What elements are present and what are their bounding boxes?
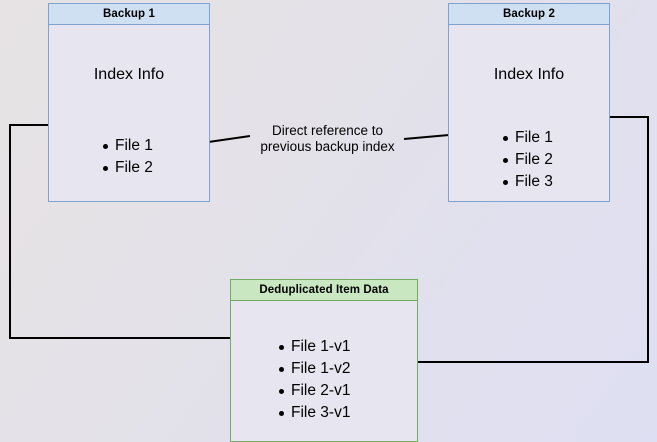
node-backup1[interactable]: Backup 1 Index Info File 1 File 2	[48, 3, 210, 202]
list-item: File 2	[103, 157, 153, 179]
node-deduplicated-header: Deduplicated Item Data	[231, 280, 417, 301]
node-deduplicated-file-list: File 1-v1 File 1-v2 File 2-v1 File 3-v1	[273, 336, 350, 424]
node-backup1-header: Backup 1	[49, 4, 209, 25]
node-backup2-header: Backup 2	[449, 4, 609, 25]
edge-label-direct-reference: Direct reference to previous backup inde…	[260, 123, 395, 154]
list-item: File 3	[503, 171, 553, 193]
node-backup2-body: Index Info File 1 File 2 File 3	[449, 25, 609, 201]
list-item: File 1	[503, 127, 553, 149]
node-backup2[interactable]: Backup 2 Index Info File 1 File 2 File 3	[448, 3, 610, 202]
node-backup1-file-list: File 1 File 2	[97, 135, 153, 179]
list-item: File 2-v1	[278, 380, 350, 402]
list-item: File 2	[503, 149, 553, 171]
list-item: File 1-v1	[278, 336, 350, 358]
list-item: File 1	[103, 135, 153, 157]
list-item: File 1-v2	[278, 358, 350, 380]
node-backup2-file-list: File 1 File 2 File 3	[497, 127, 553, 193]
node-backup1-body: Index Info File 1 File 2	[49, 25, 209, 201]
node-deduplicated-item-data[interactable]: Deduplicated Item Data File 1-v1 File 1-…	[230, 279, 418, 442]
node-backup2-title: Index Info	[493, 66, 565, 83]
node-backup1-title: Index Info	[93, 66, 165, 83]
edge-backup2-file1-to-dedup	[375, 116, 649, 366]
list-item: File 3-v1	[278, 402, 350, 424]
node-deduplicated-body: File 1-v1 File 1-v2 File 2-v1 File 3-v1	[231, 301, 417, 441]
